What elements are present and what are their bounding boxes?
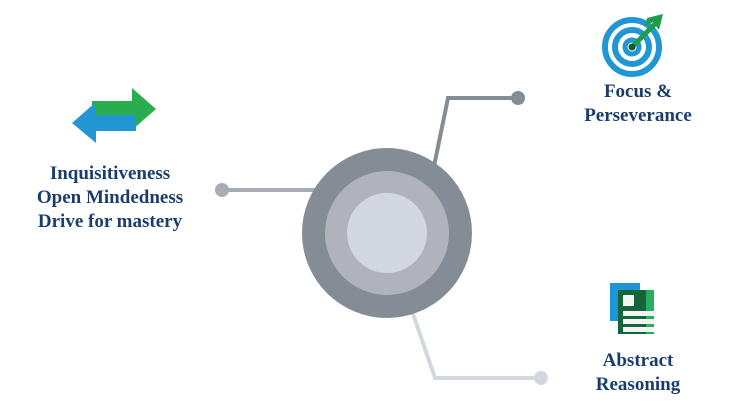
connector-focus-perseverance bbox=[430, 91, 525, 177]
document-text-line-3 bbox=[623, 327, 654, 332]
dart-shaft bbox=[630, 20, 659, 49]
dart-fletching bbox=[645, 14, 663, 30]
document-thumbnail-box bbox=[623, 295, 634, 306]
arrow-right-green bbox=[92, 88, 156, 130]
dart-tip bbox=[628, 43, 636, 51]
target-ring-inner bbox=[622, 37, 642, 57]
target-dart-glyph bbox=[602, 14, 663, 77]
documents-icon bbox=[608, 281, 666, 339]
two-way-arrows-icon bbox=[70, 85, 158, 145]
center-hub bbox=[302, 148, 472, 318]
connector-endpoint-inquisitiveness[interactable] bbox=[215, 183, 229, 197]
document-text-line-1 bbox=[623, 311, 654, 316]
connector-endpoint-focus[interactable] bbox=[511, 91, 525, 105]
target-ring-middle bbox=[612, 27, 652, 67]
hub-inner-core bbox=[347, 193, 427, 273]
arrow-left-blue bbox=[72, 102, 136, 143]
documents-glyph bbox=[610, 283, 654, 334]
target-ring-outer bbox=[602, 17, 662, 77]
target-dart-icon bbox=[601, 12, 667, 78]
node-label-inquisitiveness: Inquisitiveness Open Mindedness Drive fo… bbox=[36, 163, 184, 232]
node-label-focus-perseverance: Focus & Perseverance bbox=[584, 81, 692, 126]
connector-line-focus bbox=[430, 96, 512, 177]
connector-endpoint-abstract[interactable] bbox=[534, 371, 548, 385]
document-text-line-2 bbox=[623, 319, 654, 324]
two-way-arrows-glyph bbox=[72, 88, 156, 143]
node-label-abstract-reasoning: Abstract Reasoning bbox=[595, 350, 681, 395]
